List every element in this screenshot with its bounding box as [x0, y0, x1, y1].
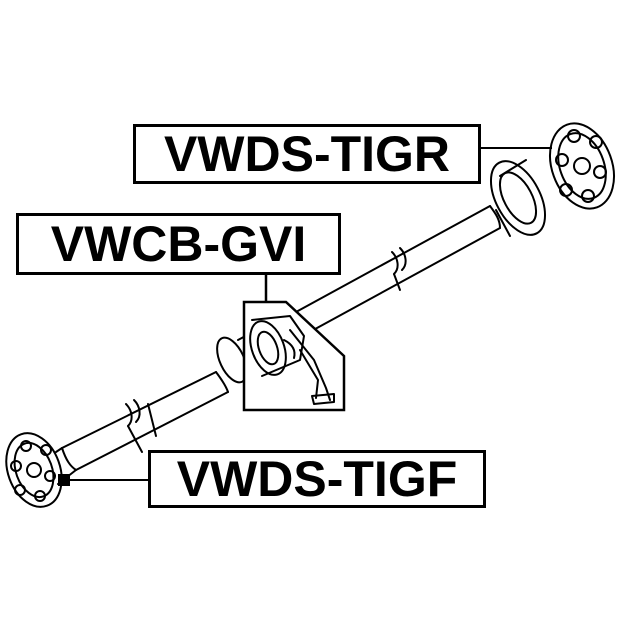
rear-flex-disc	[549, 122, 615, 210]
center-bearing-inset	[242, 275, 346, 412]
front-shaft-tube	[61, 371, 229, 471]
front-leader-anchor	[58, 474, 70, 486]
leader-lines	[66, 147, 552, 481]
rear-shaft-tube	[295, 205, 501, 335]
rear-flex-disc-label: VWDS-TIGR	[133, 124, 481, 184]
front-flex-disc-label: VWDS-TIGF	[148, 450, 486, 508]
center-bearing-part	[249, 315, 335, 405]
center-bearing-label: VWCB-GVI	[16, 213, 341, 275]
front-flex-disc	[5, 432, 77, 508]
rear-yoke	[489, 159, 547, 237]
